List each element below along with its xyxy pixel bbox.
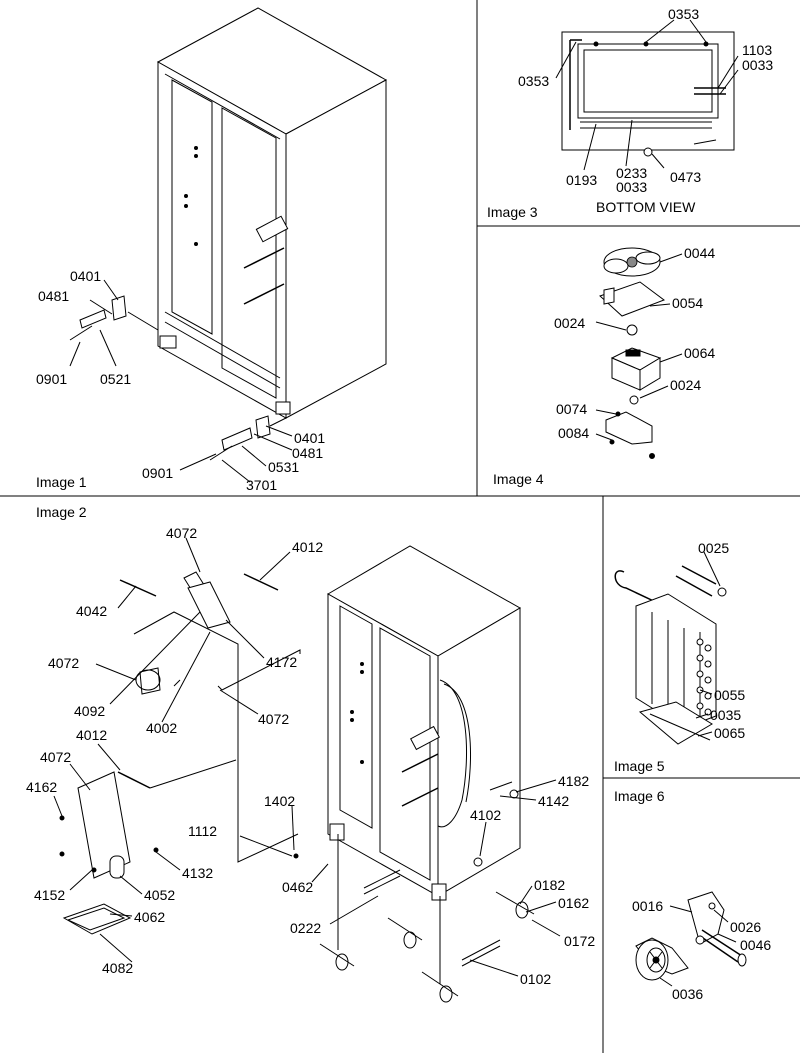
label-0065: 0065 — [714, 725, 745, 741]
label-4082: 4082 — [102, 960, 133, 976]
label-0353: 0353 — [668, 6, 699, 22]
label-0074: 0074 — [556, 401, 587, 417]
panel-label-image5: Image 5 — [614, 758, 665, 774]
label-0054: 0054 — [672, 295, 703, 311]
label-0024: 0024 — [554, 315, 585, 331]
image4-labels: 0044 0054 0024 0064 0024 0074 0084 Image… — [493, 245, 715, 487]
label-4012: 4012 — [76, 727, 107, 743]
label-0162: 0162 — [558, 895, 589, 911]
label-4162: 4162 — [26, 779, 57, 795]
label-0172: 0172 — [564, 933, 595, 949]
image6-roller: Image 6 — [614, 788, 747, 981]
image2-cabinet — [319, 545, 535, 1003]
image3-labels: 0353 0353 1103 0033 0193 0233 0033 0473 … — [487, 6, 773, 220]
label-1402: 1402 — [264, 793, 295, 809]
image2-labels: Image 2 4072 4012 4042 4072 4172 4092 40… — [26, 504, 595, 987]
label-0193: 0193 — [566, 172, 597, 188]
label-0462: 0462 — [282, 879, 313, 895]
label-0531: 0531 — [268, 459, 299, 475]
label-0033: 0033 — [616, 179, 647, 195]
label-0401: 0401 — [294, 430, 325, 446]
label-4052: 4052 — [144, 887, 175, 903]
image1-cabinet — [69, 7, 388, 461]
panel-label-image4: Image 4 — [493, 471, 544, 487]
image4-leaders — [595, 253, 683, 441]
label-0046: 0046 — [740, 937, 771, 953]
label-3701: 3701 — [246, 477, 277, 493]
label-0033: 0033 — [742, 57, 773, 73]
image3-bottom-view — [561, 31, 735, 157]
label-0084: 0084 — [558, 425, 589, 441]
label-0481: 0481 — [292, 445, 323, 461]
label-1103: 1103 — [742, 42, 772, 58]
label-0222: 0222 — [290, 920, 321, 936]
label-4142: 4142 — [538, 793, 569, 809]
label-4092: 4092 — [74, 703, 105, 719]
label-4012: 4012 — [292, 539, 323, 555]
label-0035: 0035 — [710, 707, 741, 723]
panel-label-image3: Image 3 — [487, 204, 538, 220]
label-0025: 0025 — [698, 540, 729, 556]
label-0182: 0182 — [534, 877, 565, 893]
label-4072: 4072 — [48, 655, 79, 671]
label-0024: 0024 — [670, 377, 701, 393]
image3-leaders — [555, 19, 739, 171]
label-4182: 4182 — [558, 773, 589, 789]
label-0901: 0901 — [36, 371, 67, 387]
label-4152: 4152 — [34, 887, 65, 903]
image4-fan-assembly — [599, 247, 666, 459]
label-1112: 1112 — [188, 823, 217, 839]
label-4172: 4172 — [266, 654, 297, 670]
label-0901: 0901 — [142, 465, 173, 481]
label-4002: 4002 — [146, 720, 177, 736]
label-4062: 4062 — [134, 909, 165, 925]
label-0044: 0044 — [684, 245, 715, 261]
label-0016: 0016 — [632, 898, 663, 914]
image6-labels: 0016 0026 0046 0036 — [632, 898, 771, 1002]
label-0064: 0064 — [684, 345, 715, 361]
label-0521: 0521 — [100, 371, 131, 387]
panel-label-image1: Image 1 — [36, 474, 87, 490]
label-4132: 4132 — [182, 865, 213, 881]
label-4072: 4072 — [40, 749, 71, 765]
image1-labels: 0401 0481 0901 0521 0401 0481 0531 0901 … — [36, 268, 325, 493]
image6-leaders — [659, 905, 737, 987]
label-0481: 0481 — [38, 288, 69, 304]
label-0036: 0036 — [672, 986, 703, 1002]
label-4042: 4042 — [76, 603, 107, 619]
image2-leaders — [53, 537, 561, 977]
label-0026: 0026 — [730, 919, 761, 935]
label-0055: 0055 — [714, 687, 745, 703]
label-0473: 0473 — [670, 169, 701, 185]
label-0353: 0353 — [518, 73, 549, 89]
label-0401: 0401 — [70, 268, 101, 284]
panel-label-image2: Image 2 — [36, 504, 87, 520]
image1-leaders — [69, 279, 293, 483]
label-4072: 4072 — [166, 525, 197, 541]
image5-leaders — [695, 551, 721, 737]
image5-evaporator — [614, 565, 727, 745]
label-4102: 4102 — [470, 807, 501, 823]
image5-labels: 0025 0055 0035 0065 Image 5 — [614, 540, 745, 774]
bottom-view-caption: BOTTOM VIEW — [596, 199, 696, 215]
label-0233: 0233 — [616, 165, 647, 181]
panel-label-image6: Image 6 — [614, 788, 665, 804]
label-4072: 4072 — [258, 711, 289, 727]
label-0102: 0102 — [520, 971, 551, 987]
image2-duct-parts — [59, 571, 301, 935]
